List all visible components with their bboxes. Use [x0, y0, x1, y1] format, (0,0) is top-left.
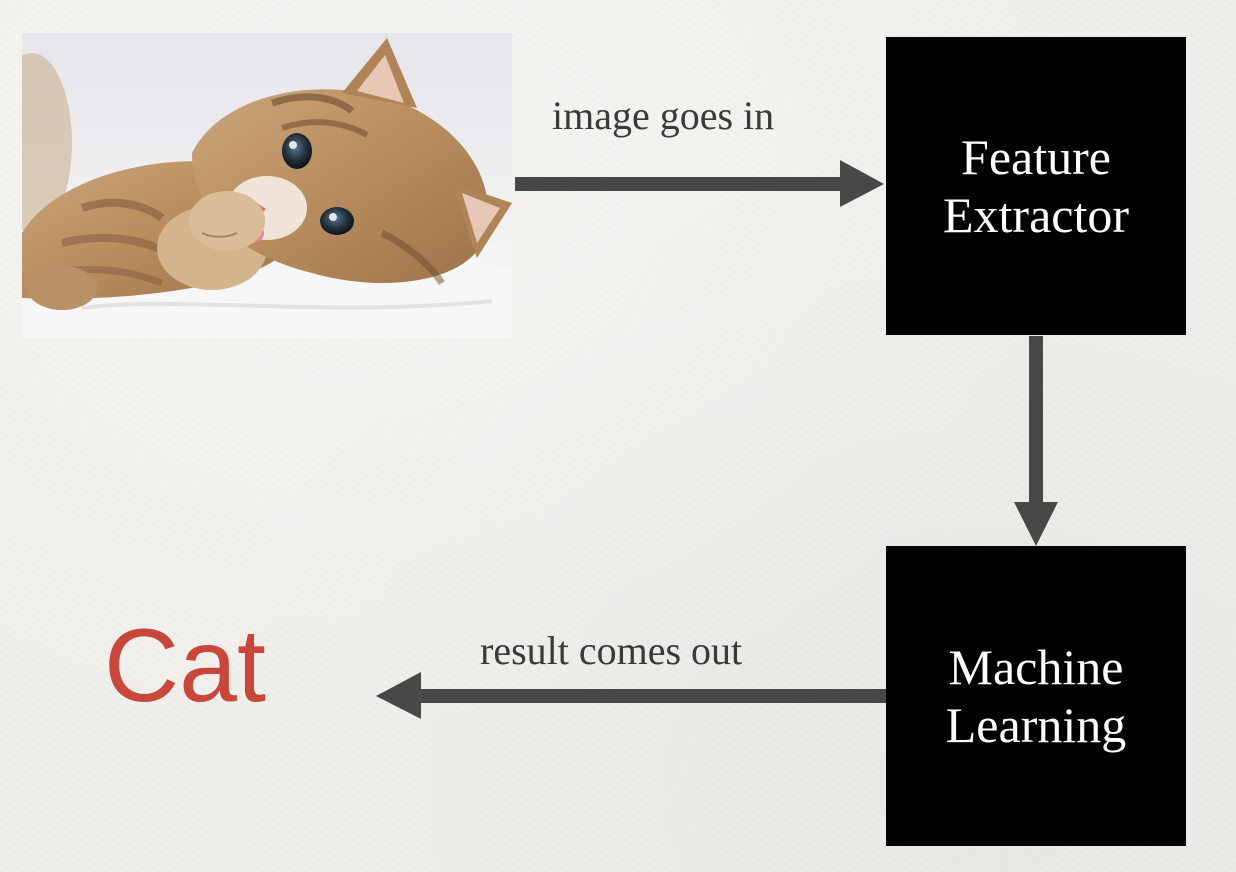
arrow-image-to-extractor	[515, 160, 884, 207]
arrow-extractor-to-ml	[1014, 336, 1058, 546]
machine-learning-line2: Learning	[945, 697, 1127, 753]
feature-extractor-line2: Extractor	[942, 187, 1129, 243]
feature-extractor-box: Feature Extractor	[886, 37, 1186, 335]
machine-learning-line1: Machine	[948, 639, 1124, 695]
arrow-ml-to-result	[376, 672, 886, 719]
kitten-photo	[22, 33, 512, 338]
feature-extractor-line1: Feature	[961, 129, 1111, 185]
arrow-in-label: image goes in	[552, 93, 775, 138]
result-text: Cat	[104, 608, 266, 724]
kitten-illustration	[22, 33, 512, 338]
arrow-out-label: result comes out	[480, 628, 743, 673]
machine-learning-box: Machine Learning	[886, 546, 1186, 846]
